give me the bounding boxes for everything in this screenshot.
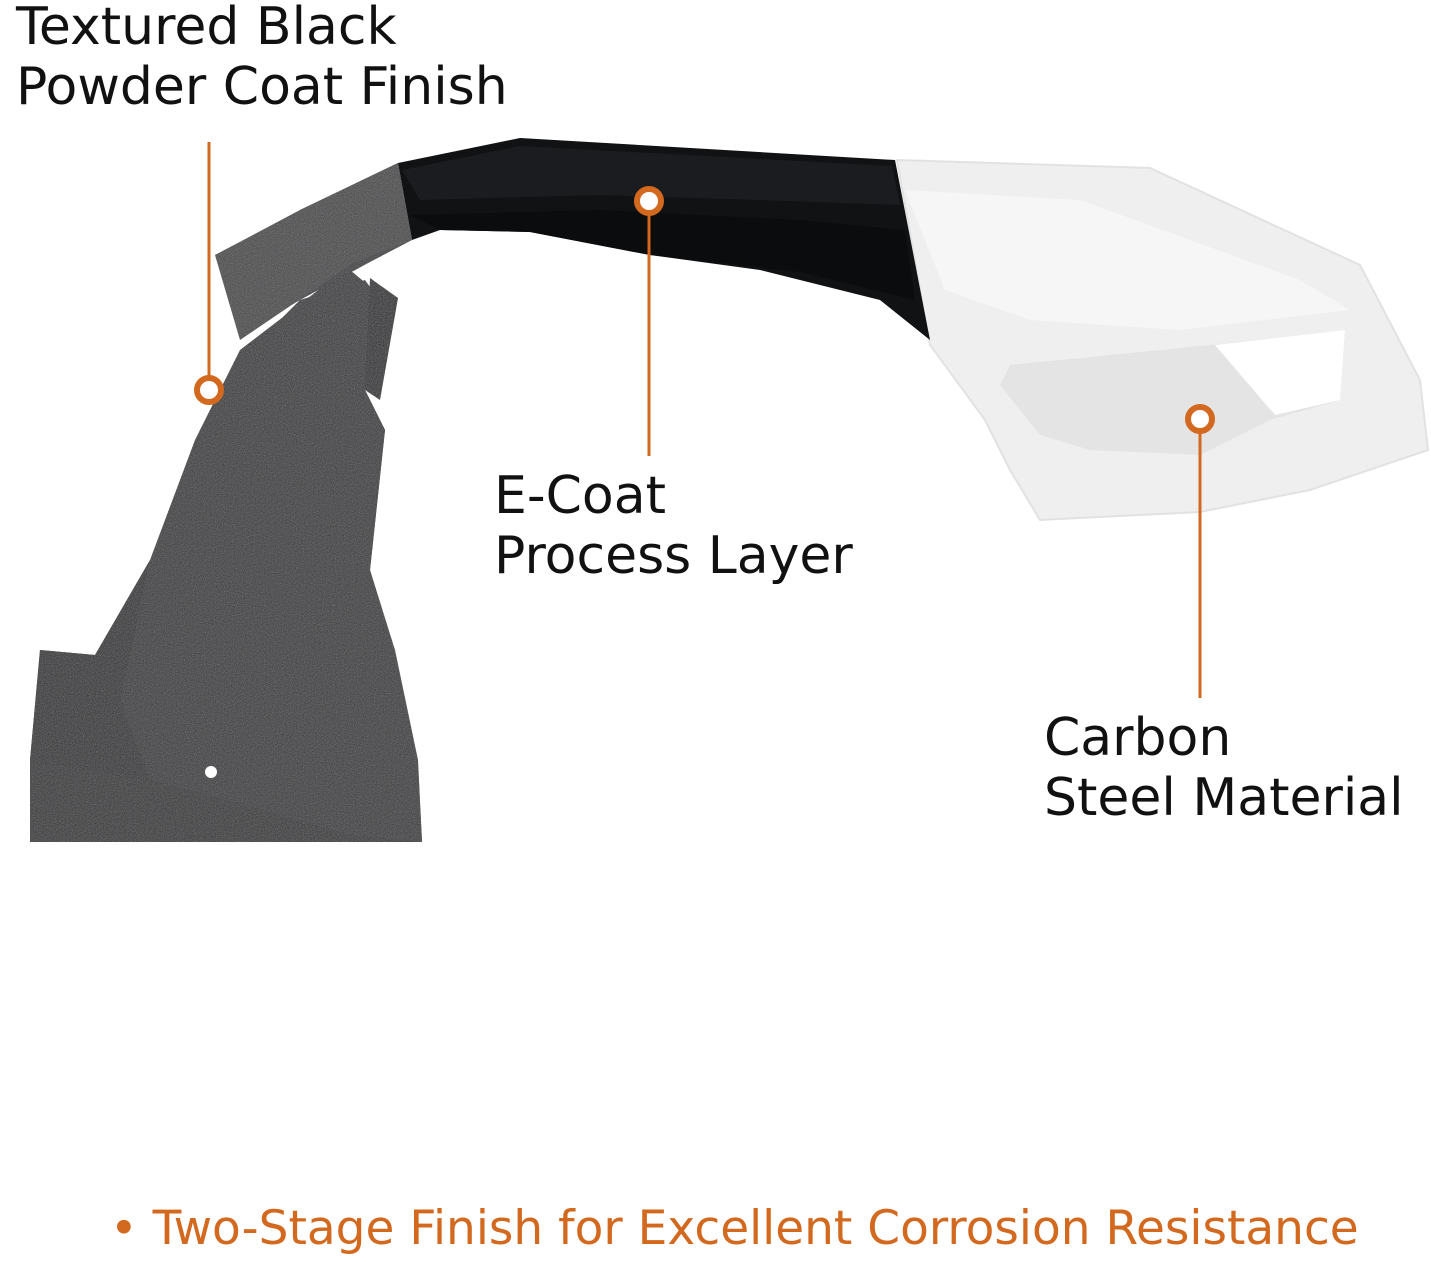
powder-coat-label-line2: Powder Coat Finish [16, 57, 508, 117]
steel-label-line1: Carbon [1044, 708, 1232, 768]
ecoat-label-line2: Process Layer [494, 526, 853, 586]
ecoat-label-line1: E-Coat [494, 466, 666, 526]
callout-ecoat [634, 186, 664, 456]
ecoat-label: E-Coat Process Layer [494, 466, 853, 586]
steel-label-line2: Steel Material [1044, 768, 1404, 828]
powder-coat-section [30, 163, 422, 842]
carbon-steel-section [895, 158, 1430, 522]
steel-label: Carbon Steel Material [1044, 708, 1404, 828]
callout-steel [1185, 404, 1215, 698]
mounting-hole [205, 766, 217, 778]
ecoat-section [398, 138, 930, 340]
footer-tagline: • Two-Stage Finish for Excellent Corrosi… [110, 1201, 1359, 1256]
powder-coat-label: Textured Black Powder Coat Finish [16, 0, 508, 117]
powder-coat-label-line1: Textured Black [16, 0, 397, 57]
mounting-hole [434, 234, 446, 246]
callout-powder-coat [194, 142, 224, 405]
